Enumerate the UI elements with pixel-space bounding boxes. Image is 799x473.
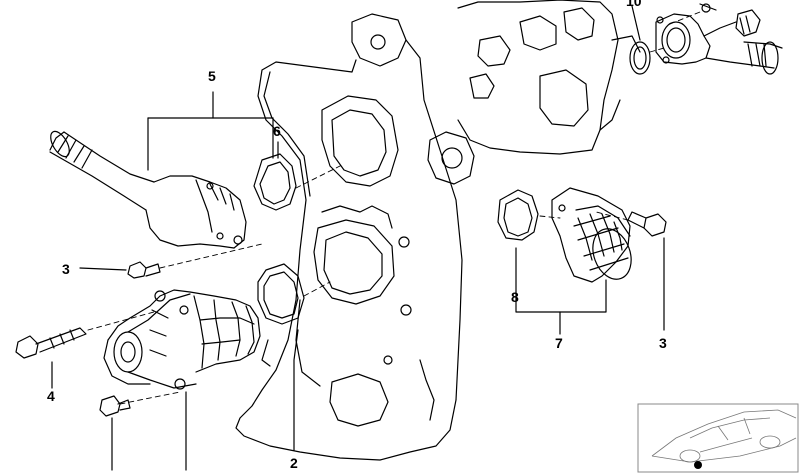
callout-5[interactable]: 5 bbox=[208, 68, 216, 84]
seal-ring-10 bbox=[629, 41, 651, 75]
callout-3-left[interactable]: 3 bbox=[62, 261, 70, 277]
callout-2[interactable]: 2 bbox=[290, 455, 298, 471]
bolt-lower bbox=[99, 395, 131, 417]
cylinder-head bbox=[457, 0, 641, 155]
hose-connector-7 bbox=[551, 187, 632, 283]
callout-10[interactable]: 10 bbox=[626, 0, 642, 9]
bolt-3-right bbox=[627, 211, 667, 237]
callout-6[interactable]: 6 bbox=[273, 123, 281, 139]
callout-4[interactable]: 4 bbox=[47, 388, 55, 404]
seal-ring-8 bbox=[497, 189, 539, 241]
seal-ring-6 bbox=[253, 153, 297, 211]
callout-8[interactable]: 8 bbox=[511, 289, 519, 305]
bolt-4 bbox=[15, 327, 87, 359]
vehicle-locator-inset bbox=[637, 403, 799, 473]
location-marker-icon bbox=[694, 461, 702, 469]
leader-lines bbox=[51, 5, 665, 471]
coolant-pipe-5 bbox=[49, 130, 247, 249]
gasket-ring-2 bbox=[257, 263, 305, 325]
bolt-3-left bbox=[127, 261, 161, 279]
alignment-lines bbox=[87, 11, 701, 405]
callout-7[interactable]: 7 bbox=[555, 335, 563, 351]
thermostat-housing bbox=[655, 3, 783, 75]
water-pump bbox=[103, 289, 261, 390]
callout-3-right[interactable]: 3 bbox=[659, 335, 667, 351]
timing-cover bbox=[235, 13, 475, 461]
